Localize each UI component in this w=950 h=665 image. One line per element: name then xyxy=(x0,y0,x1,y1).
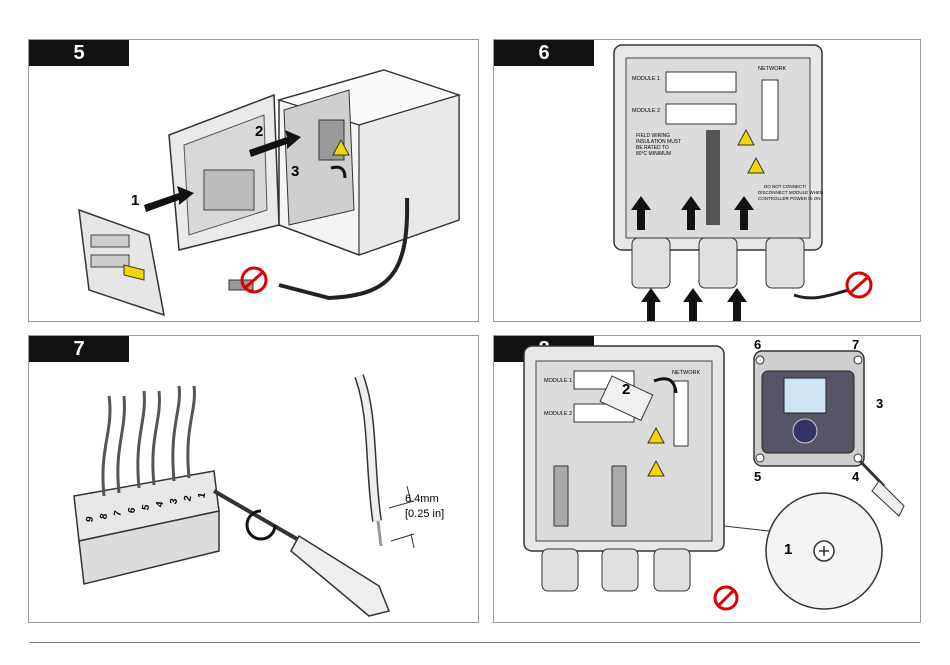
step-8-illustration: MODULE 1 MODULE 2 NETWORK 2 6 7 3 5 4 xyxy=(494,336,921,623)
bottom-rule xyxy=(30,642,920,643)
strip-length-in: [0.25 in] xyxy=(405,508,444,520)
disconnect-line-3: CONTROLLER POWER IS ON xyxy=(758,196,821,201)
network-label: NETWORK xyxy=(672,370,700,376)
module1-label: MODULE 1 xyxy=(544,378,572,384)
no-plug-icon xyxy=(715,587,737,609)
step-5-illustration: 1 2 3 xyxy=(29,40,479,322)
disconnect-line-2: DISCONNECT MODULE WHEN xyxy=(758,190,823,195)
module2-label: MODULE 2 xyxy=(544,411,572,417)
callout-1: 1 xyxy=(784,541,792,558)
callout-7: 7 xyxy=(852,337,859,352)
screwdriver-icon xyxy=(214,491,389,616)
callout-3: 3 xyxy=(876,396,883,411)
module1-label: MODULE 1 xyxy=(632,76,660,82)
callout-6: 6 xyxy=(754,337,761,352)
field-wiring-line-4: 80°C MINIMUM xyxy=(636,151,671,157)
callout-2: 2 xyxy=(255,123,263,140)
network-label: NETWORK xyxy=(758,66,786,72)
step-5-panel: 5 1 2 3 xyxy=(28,39,479,322)
callout-1: 1 xyxy=(131,192,139,209)
step-8-panel: 8 MODULE 1 MODULE 2 NETWORK 2 6 7 xyxy=(493,335,921,623)
strip-length-mm: 6.4mm xyxy=(405,493,439,505)
callout-4: 4 xyxy=(852,469,860,484)
screwdriver-icon xyxy=(860,461,904,516)
callout-2: 2 xyxy=(622,381,630,398)
step-6-panel: 6 MODULE 1 MODULE 2 NETWORK FIELD WIRING… xyxy=(493,39,921,322)
module2-label: MODULE 2 xyxy=(632,108,660,114)
step-7-panel: 7 1 2 3 4 5 6 7 8 9 6.4 xyxy=(28,335,479,623)
step-7-illustration: 1 2 3 4 5 6 7 8 9 6.4mm [0.25 in] xyxy=(29,336,479,623)
callout-3: 3 xyxy=(291,163,299,180)
disconnect-line-1: DO NOT CONNECT/ xyxy=(764,184,807,189)
step-6-illustration: MODULE 1 MODULE 2 NETWORK FIELD WIRING I… xyxy=(494,40,921,322)
callout-5: 5 xyxy=(754,469,761,484)
no-plug-icon xyxy=(847,273,871,297)
